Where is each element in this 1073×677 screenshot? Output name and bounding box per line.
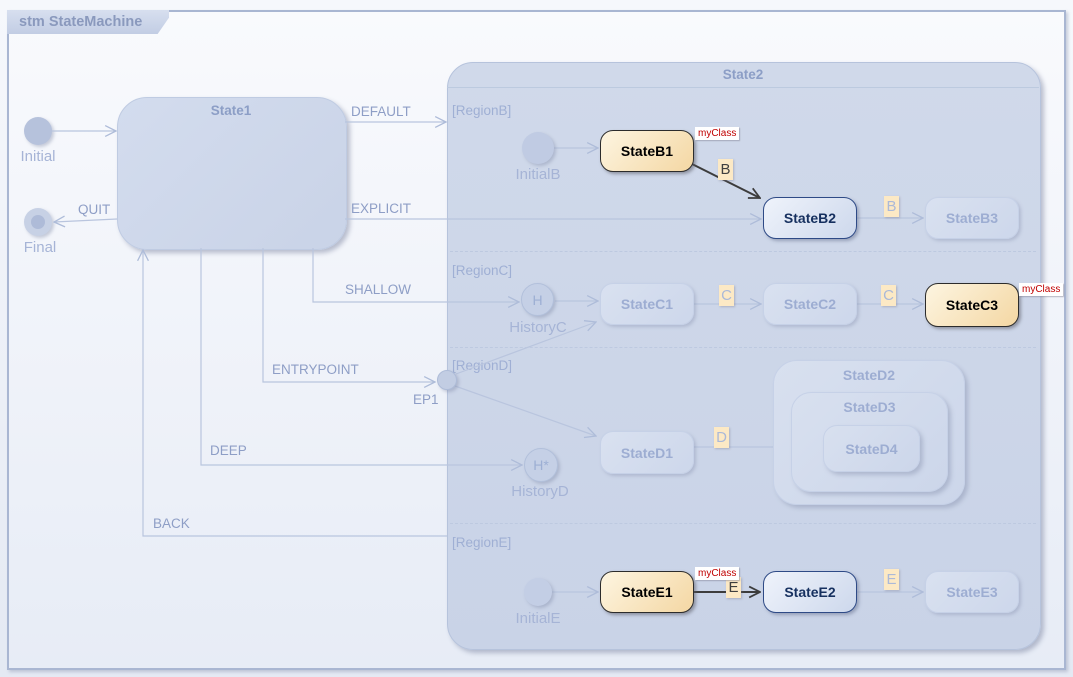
transition-deep[interactable] [200,248,522,465]
ep1-label: EP1 [413,392,439,407]
transition-label-explicit[interactable]: EXPLICIT [351,201,412,216]
region-label-d: [RegionD] [452,358,513,373]
initial-label: Initial [20,148,56,165]
ep1-entry-point[interactable] [437,370,457,390]
frame-title-tab: stm StateMachine [7,10,169,34]
final-state[interactable] [24,208,52,236]
stated3-name: StateD3 [843,399,896,415]
transition-label-shallow[interactable]: SHALLOW [345,282,412,297]
stereotype-label-statee1[interactable]: myClass [695,567,740,580]
event-label-e2-to-e3[interactable]: E [884,569,899,590]
event-label-c1-to-c2[interactable]: C [719,285,734,306]
stereotype-label-statec3[interactable]: myClass [1019,283,1064,296]
state-statee1[interactable]: StateE1 [600,571,694,613]
stated1-name: StateD1 [620,444,674,461]
stateb3-name: StateB3 [945,210,999,226]
event-label-d1-to-d4[interactable]: D [714,427,729,448]
stereotype-label-stateb1[interactable]: myClass [695,127,740,140]
statee3-name: StateE3 [946,584,998,600]
event-label-b1-to-b2[interactable]: B [718,159,733,180]
transition-quit[interactable] [54,219,118,222]
region-separator-c-d [450,347,1036,348]
region-label-c: [RegionC] [452,263,513,278]
region-label-e: [RegionE] [452,535,512,550]
state-stateb3[interactable]: StateB3 [925,197,1019,239]
event-label-e1-to-e2[interactable]: E [726,577,741,598]
state-statec3[interactable]: StateC3 [925,283,1019,327]
state-stated4[interactable]: StateD4 [823,425,920,472]
transition-entrypoint[interactable] [262,248,435,382]
transition-label-entrypoint[interactable]: ENTRYPOINT [272,362,359,377]
initiale-label: InitialE [515,610,561,627]
initial-pseudostate[interactable] [24,117,52,145]
event-label-b2-to-b3[interactable]: B [884,196,899,217]
state2-title: State2 [447,62,1039,88]
state-stateb1[interactable]: StateB1 [600,130,694,172]
transition-label-quit[interactable]: QUIT [78,202,111,217]
transition-ep1-to-stated1[interactable] [454,385,596,436]
state-statee2[interactable]: StateE2 [763,571,857,613]
historyc-pseudostate[interactable]: H [521,283,554,316]
state1-title: State1 [210,103,252,118]
historyd-label: HistoryD [511,483,569,500]
transition-label-deep[interactable]: DEEP [210,443,247,458]
state-statec2[interactable]: StateC2 [763,283,857,325]
event-label-c2-to-c3[interactable]: C [881,285,896,306]
state-statee3[interactable]: StateE3 [925,571,1019,613]
statec1-name: StateC1 [620,296,674,312]
region-label-b: [RegionB] [452,103,512,118]
transition-ep1-to-statec1[interactable] [455,322,596,375]
stateb1-name: StateB1 [620,143,674,159]
frame-title: stm StateMachine [19,14,143,30]
stated2-name: StateD2 [842,367,896,383]
transition-label-back[interactable]: BACK [153,516,190,531]
region-separator-d-e [450,523,1036,524]
historyd-symbol: H* [533,457,549,473]
statee2-name: StateE2 [784,584,836,600]
transition-shallow[interactable] [312,248,519,302]
statec3-name: StateC3 [945,297,999,313]
stateb2-name: StateB2 [783,210,837,226]
historyd-pseudostate[interactable]: H* [524,448,558,482]
historyc-label: HistoryC [509,319,567,336]
statec2-name: StateC2 [783,296,837,312]
statee1-name: StateE1 [621,584,673,600]
initialb-pseudostate[interactable] [522,132,554,164]
state-stateb2[interactable]: StateB2 [763,197,857,239]
state-state1[interactable] [117,97,347,250]
region-separator-b-c [450,251,1036,252]
initiale-pseudostate[interactable] [524,578,552,606]
state-statec1[interactable]: StateC1 [600,283,694,325]
state-stated1[interactable]: StateD1 [600,431,694,474]
final-label: Final [23,239,57,256]
transition-label-default[interactable]: DEFAULT [351,104,411,119]
final-inner-dot [31,215,45,229]
transition-stateb1-to-stateb2[interactable] [691,163,760,199]
historyc-symbol: H [532,291,543,308]
stated4-name: StateD4 [845,440,898,457]
transition-back[interactable] [143,250,447,537]
initialb-label: InitialB [515,166,561,183]
